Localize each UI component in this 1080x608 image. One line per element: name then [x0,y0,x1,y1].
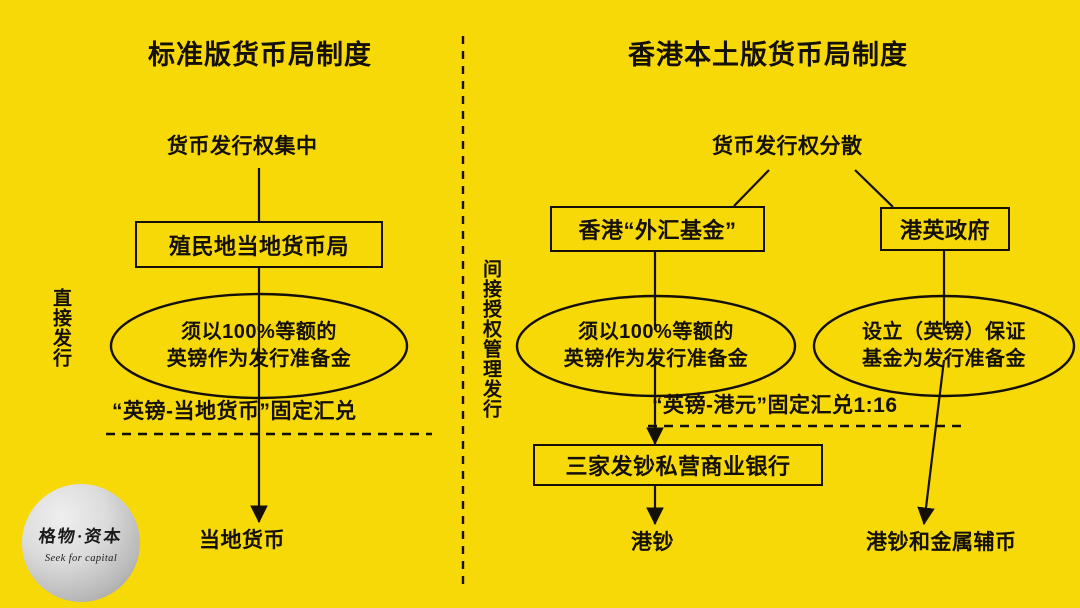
right-panel-title: 香港本土版货币局制度 [628,40,908,70]
watermark-logo: 格物·资本 Seek for capital [22,484,140,602]
exchange-fund-label: 香港“外汇基金” [578,218,737,243]
exchange-fund-box[interactable]: 香港“外汇基金” [550,206,765,252]
right-source-to-govt [854,169,894,208]
left-source-label: 货币发行权集中 [167,135,318,158]
guarantee-fund-node: 设立（英镑）保证 基金为发行准备金 [814,296,1074,396]
note-issuing-banks-box[interactable]: 三家发钞私营商业银行 [533,444,823,486]
left-panel-title: 标准版货币局制度 [148,40,372,70]
left-reserve-label: 须以100%等额的 英镑作为发行准备金 [166,321,352,370]
guarantee-fund-label: 设立（英镑）保证 基金为发行准备金 [862,321,1026,370]
left-side-label: 直接发行 [49,288,71,368]
hk-british-government-label: 港英政府 [899,218,990,243]
hk-british-government-box[interactable]: 港英政府 [880,207,1010,251]
left-currency-board-label: 殖民地当地货币局 [168,233,349,259]
right-source-to-fund [733,169,770,207]
right-source-label: 货币发行权分散 [712,135,863,158]
right-output-right-label: 港钞和金属辅币 [866,531,1017,554]
logo-chinese-text: 格物·资本 [37,527,124,546]
left-reserve-node: 须以100%等额的 英镑作为发行准备金 [111,294,407,398]
right-reserve-label: 须以100%等额的 英镑作为发行准备金 [563,321,749,370]
note-issuing-banks-label: 三家发钞私营商业银行 [565,454,791,479]
right-output-left-label: 港钞 [631,531,674,554]
logo-english-text: Seek for capital [44,553,118,564]
left-currency-board-box[interactable]: 殖民地当地货币局 [135,221,383,268]
right-side-label: 间接授权管理发行 [479,259,501,419]
left-output-label: 当地货币 [199,529,285,552]
left-peg-note: “英镑-当地货币”固定汇兑 [112,400,357,423]
right-peg-note: “英镑-港元”固定汇兑1:16 [652,394,898,417]
right-reserve-node: 须以100%等额的 英镑作为发行准备金 [517,296,795,396]
